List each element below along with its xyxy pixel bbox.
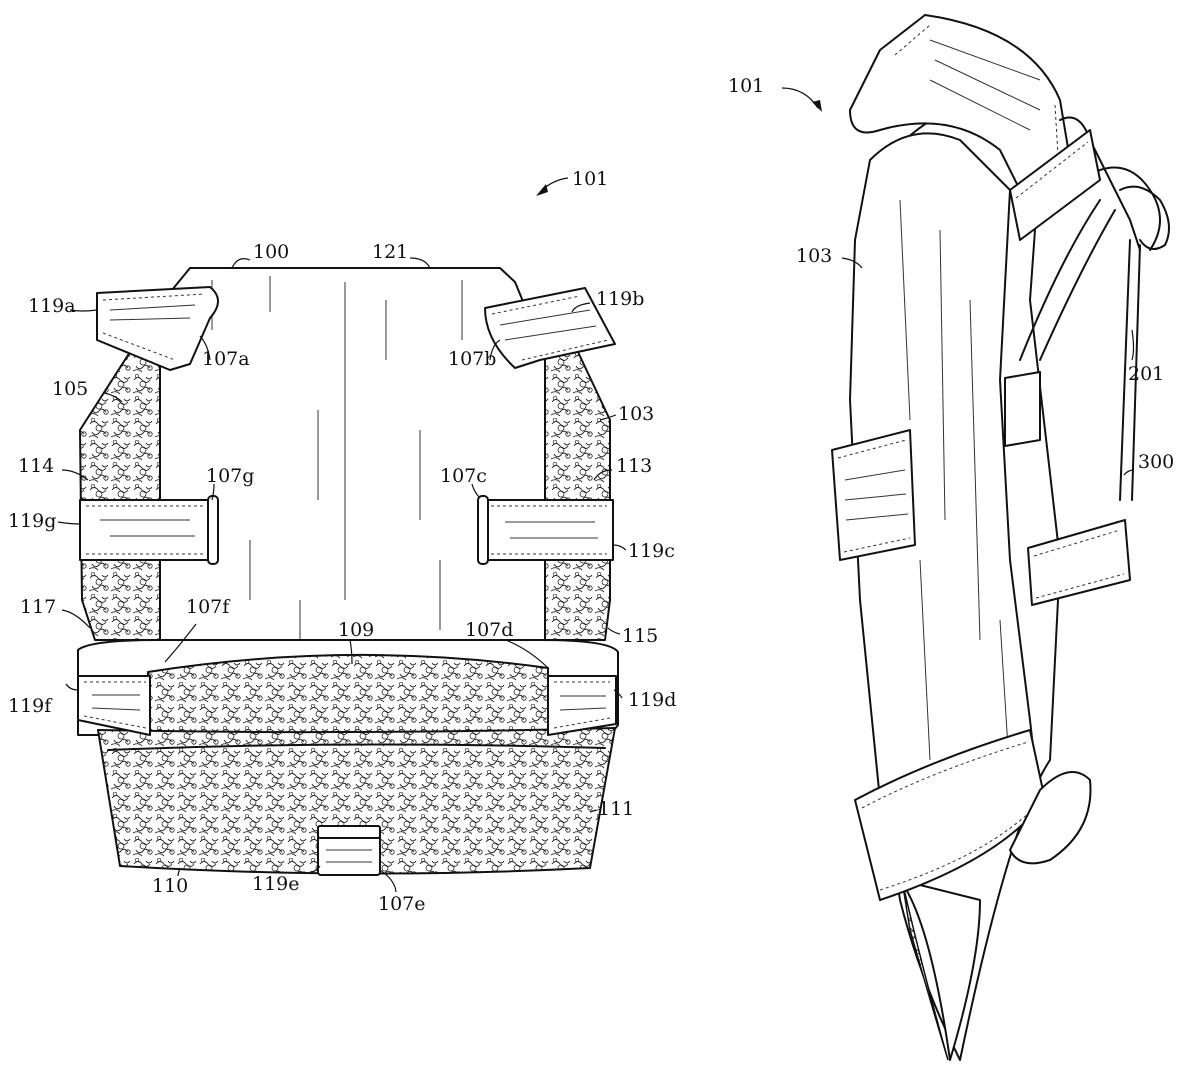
label-119g: 119g <box>8 510 56 532</box>
label-119d: 119d <box>628 689 676 711</box>
side-pad-shading <box>899 199 1011 781</box>
label-109: 109 <box>338 619 374 641</box>
strap-119a[interactable] <box>96 286 219 371</box>
label-105: 105 <box>52 378 88 400</box>
strap-119g[interactable] <box>79 495 219 565</box>
side-strap-front[interactable] <box>831 429 916 561</box>
strap-119c[interactable] <box>477 495 614 565</box>
side-lower-band[interactable] <box>854 729 1092 901</box>
label-101-side: 101 <box>728 75 764 97</box>
strap-119f[interactable] <box>77 675 151 736</box>
label-119a: 119a <box>28 295 76 317</box>
side-back-strap[interactable] <box>1009 129 1101 241</box>
right-hook-loop-column <box>544 351 611 641</box>
label-300-side: 300 <box>1138 451 1174 473</box>
label-107a: 107a <box>202 348 250 370</box>
label-107c: 107c <box>440 465 487 487</box>
front-view <box>57 177 627 893</box>
strap-119d[interactable] <box>547 675 617 736</box>
side-view <box>781 14 1170 1061</box>
label-103: 103 <box>618 403 654 425</box>
arrowhead-101-front <box>536 184 548 196</box>
strap-119b[interactable] <box>484 287 616 369</box>
label-103-side: 103 <box>796 245 832 267</box>
label-119f: 119f <box>8 695 53 717</box>
lower-panel-111 <box>97 727 616 875</box>
strap-119e[interactable] <box>317 825 381 876</box>
label-100: 100 <box>253 241 289 263</box>
label-107b: 107b <box>448 348 496 370</box>
label-107e: 107e <box>378 893 426 915</box>
label-115: 115 <box>622 625 658 647</box>
label-113: 113 <box>616 455 652 477</box>
side-shoulder-cap[interactable] <box>849 14 1071 191</box>
label-107g: 107g <box>206 465 254 487</box>
arrow-101-side <box>781 87 819 109</box>
label-107f: 107f <box>186 596 231 618</box>
label-201-side: 201 <box>1128 363 1164 385</box>
panel-shading <box>211 276 463 640</box>
left-hook-loop-column <box>79 351 161 641</box>
leader-lines-front <box>57 257 627 893</box>
belt-109-textured <box>147 653 549 743</box>
side-strap-mid[interactable] <box>1004 371 1131 606</box>
arrowhead-101-side <box>812 100 822 112</box>
label-119e: 119e <box>252 873 300 895</box>
label-121: 121 <box>372 241 408 263</box>
label-101-front: 101 <box>572 168 608 190</box>
label-111: 111 <box>598 798 634 820</box>
side-tail-texture <box>901 879 949 1061</box>
leader-lines-side <box>841 257 1135 476</box>
label-117: 117 <box>20 596 56 618</box>
side-tail <box>899 879 981 1061</box>
reference-labels: 101 101 100 121 119a 119b 107a 107b 105 … <box>8 75 1174 915</box>
label-110: 110 <box>152 875 188 897</box>
label-114: 114 <box>18 455 54 477</box>
label-119c: 119c <box>628 540 675 562</box>
label-107d: 107d <box>465 619 513 641</box>
label-119b: 119b <box>596 288 644 310</box>
side-front-pad <box>849 132 1041 811</box>
